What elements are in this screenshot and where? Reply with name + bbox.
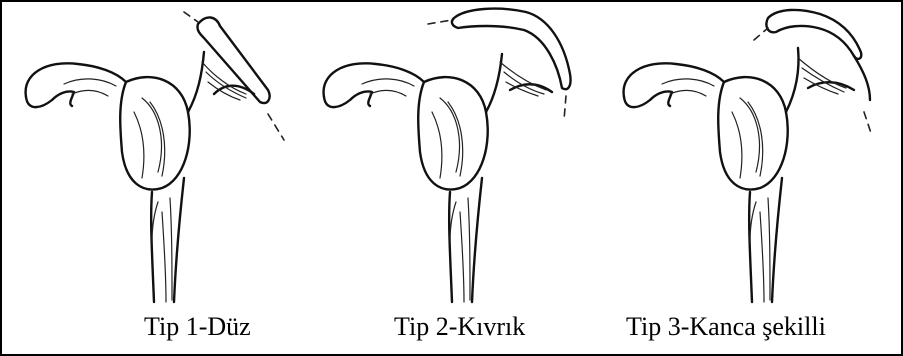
panel-type-3: Tip 3-Kanca şekilli — [602, 2, 902, 354]
panel-type-2: Tip 2-Kıvrık — [302, 2, 602, 354]
caption-type-3: Tip 3-Kanca şekilli — [626, 312, 826, 342]
scapula-curved-acromion-illustration — [302, 2, 602, 354]
scapula-hooked-acromion-illustration — [602, 2, 902, 354]
caption-type-2: Tip 2-Kıvrık — [394, 312, 525, 342]
caption-type-1: Tip 1-Düz — [144, 312, 251, 342]
panel-type-1: Tip 1-Düz — [2, 2, 302, 354]
scapula-flat-acromion-illustration — [2, 2, 302, 354]
